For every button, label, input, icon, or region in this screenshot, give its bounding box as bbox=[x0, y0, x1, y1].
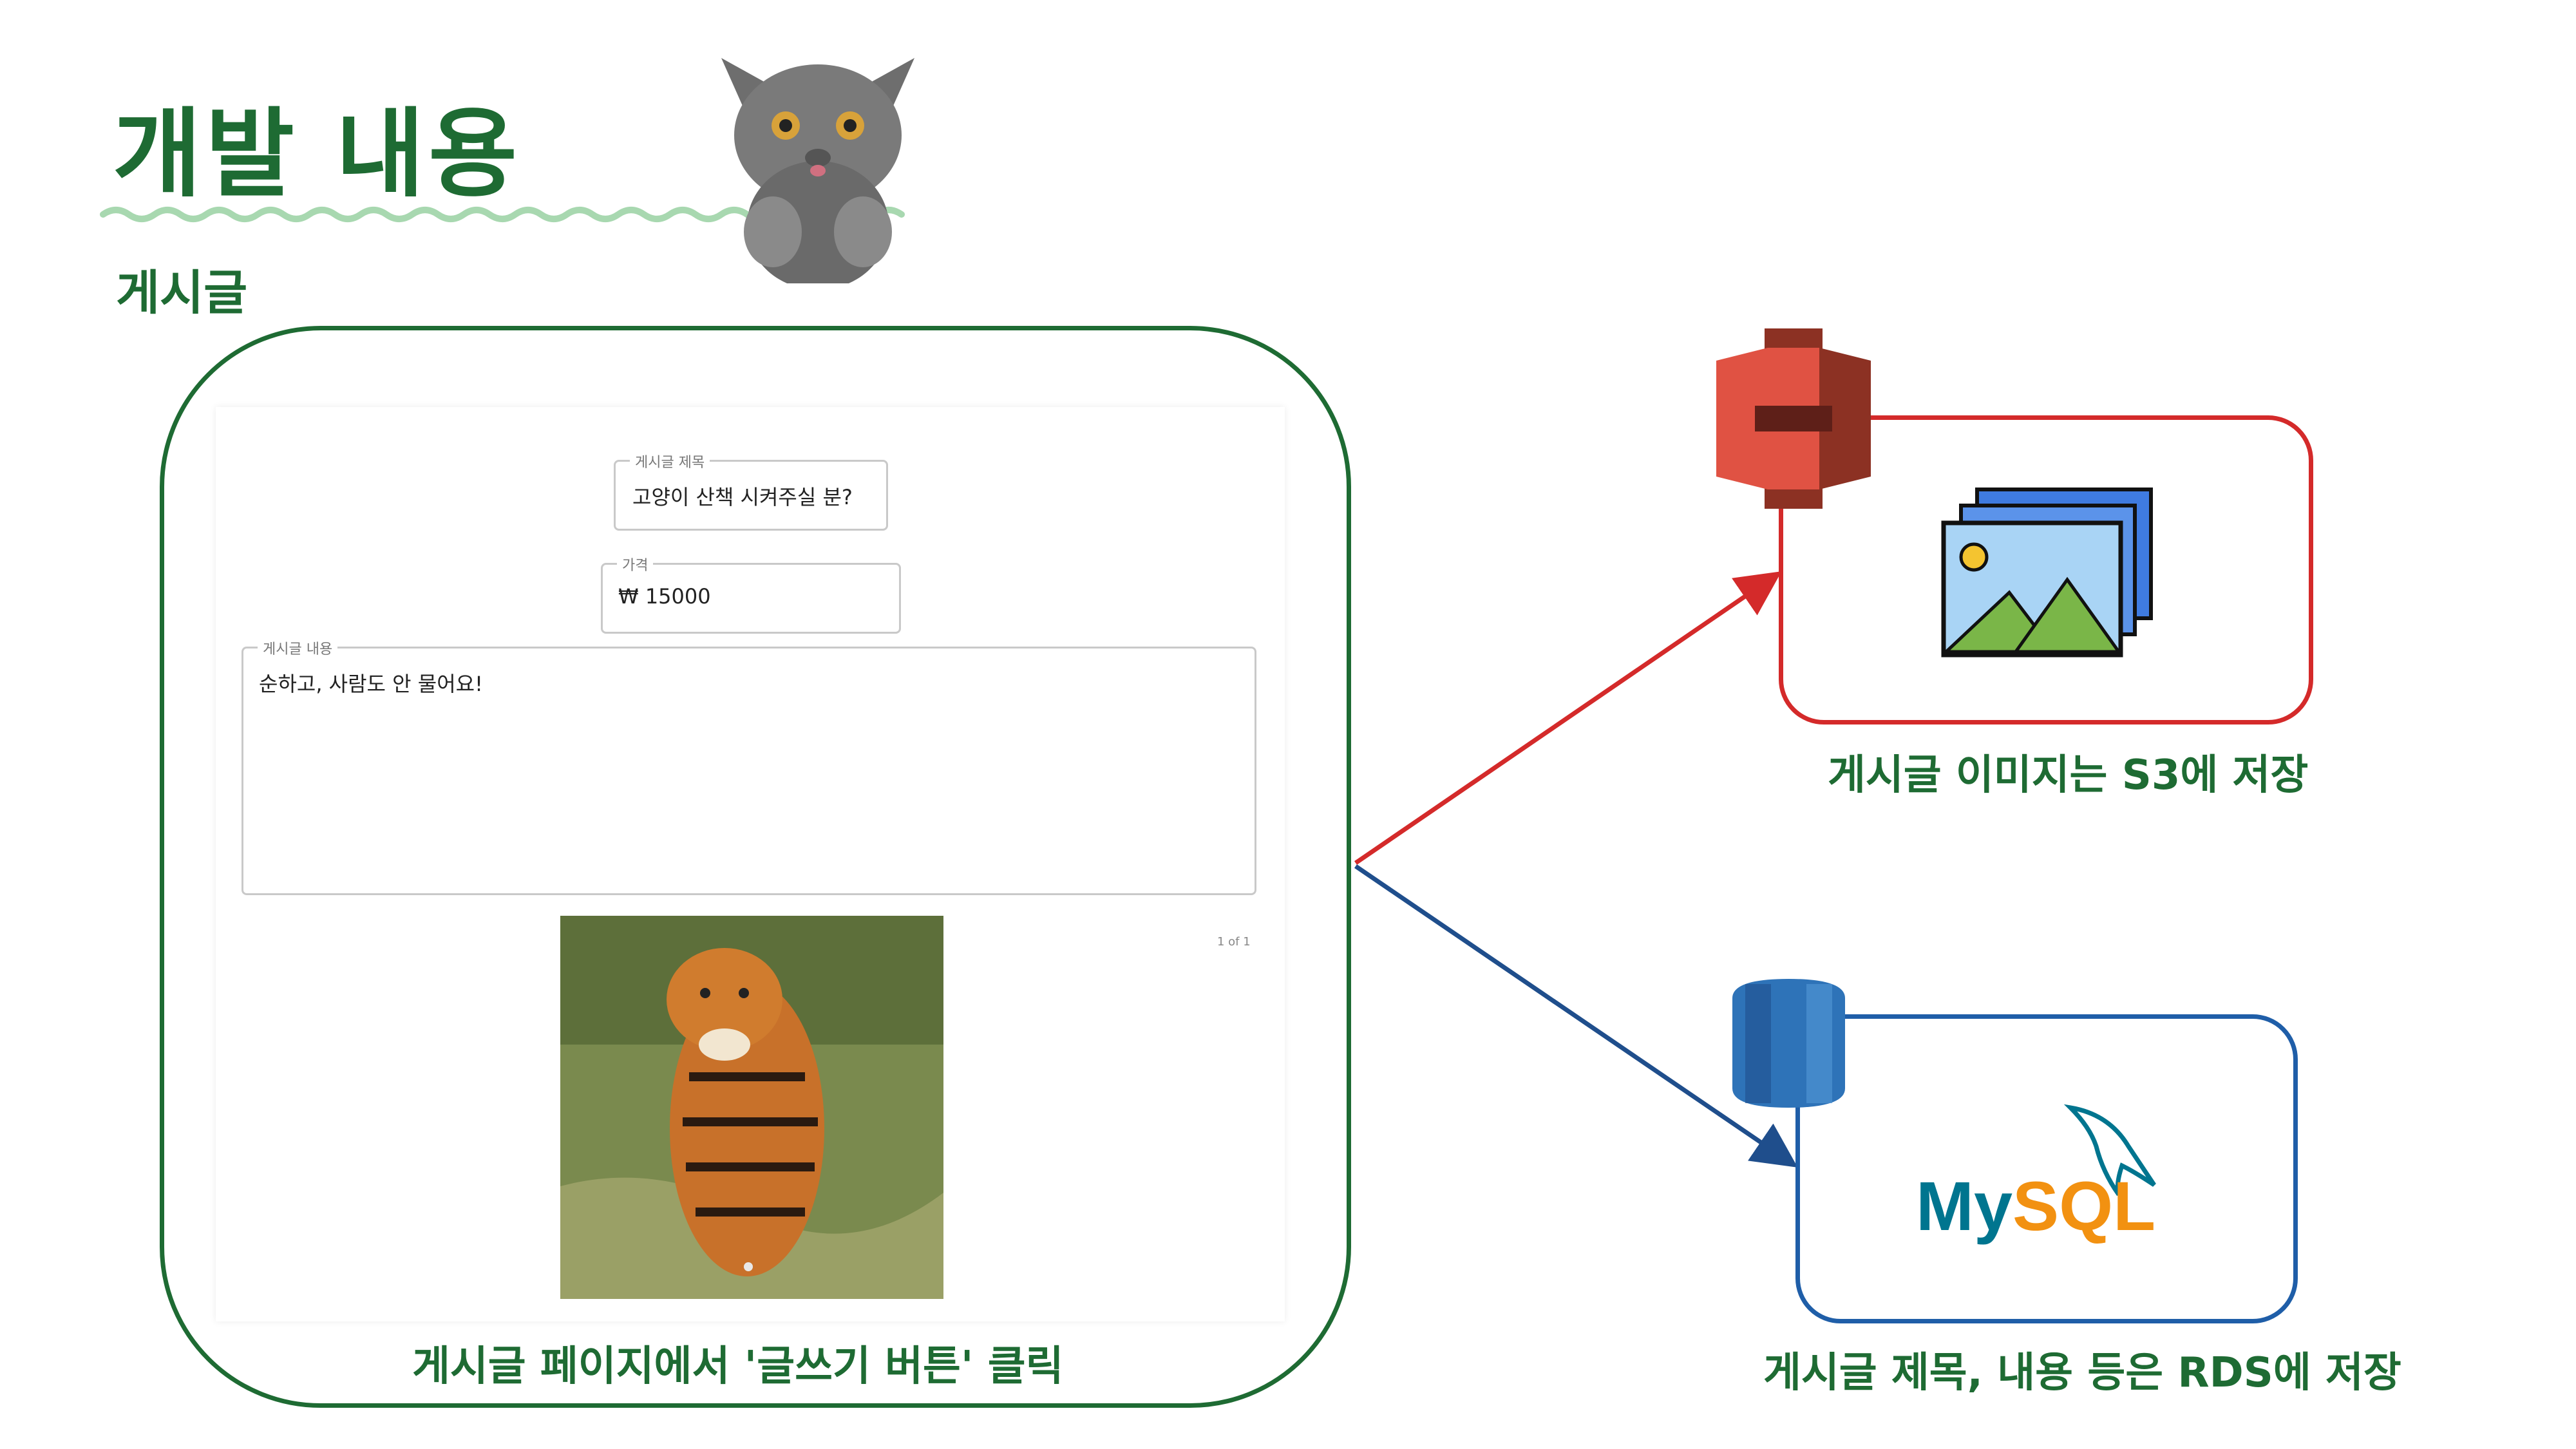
arrow-to-s3 bbox=[1354, 571, 1782, 865]
dolphin-icon bbox=[2063, 1104, 2156, 1197]
aws-s3-icon bbox=[1716, 328, 1871, 509]
s3-box bbox=[1779, 415, 2313, 724]
s3-caption: 게시글 이미지는 S3에 저장 bbox=[1828, 752, 2309, 799]
price-field[interactable]: 가격 ₩ 15000 bbox=[601, 554, 901, 634]
rds-box bbox=[1795, 1014, 2298, 1323]
content-field-label: 게시글 내용 bbox=[258, 638, 338, 658]
mysql-logo: MySQL bbox=[1916, 1101, 2186, 1249]
title-field-label: 게시글 제목 bbox=[630, 451, 710, 471]
post-form-screenshot: 게시글 제목 고양이 산책 시켜주실 분? 가격 ₩ 15000 게시글 내용 … bbox=[216, 407, 1285, 1321]
form-caption: 게시글 페이지에서 '글쓰기 버튼' 클릭 bbox=[412, 1343, 1064, 1390]
title-field[interactable]: 게시글 제목 고양이 산책 시켜주실 분? bbox=[614, 451, 888, 531]
form-frame bbox=[160, 326, 1351, 1408]
title-field-value: 고양이 산책 시켜주실 분? bbox=[632, 485, 853, 509]
mysql-sql: SQL bbox=[2012, 1167, 2156, 1245]
cat-image bbox=[721, 58, 914, 283]
image-gallery-icon bbox=[1941, 488, 2153, 658]
section-subtitle: 게시글 bbox=[116, 265, 248, 321]
image-pager: 1 of 1 bbox=[1217, 935, 1251, 949]
content-field-value: 순하고, 사람도 안 물어요! bbox=[259, 672, 483, 696]
tiger-photo bbox=[560, 916, 943, 1299]
content-field[interactable]: 게시글 내용 순하고, 사람도 안 물어요! bbox=[242, 638, 1256, 895]
carousel-dot[interactable] bbox=[744, 1262, 753, 1271]
page-title: 개발 내용 bbox=[113, 99, 522, 211]
arrow-to-rds bbox=[1354, 864, 1798, 1168]
mysql-my: My bbox=[1916, 1167, 2013, 1245]
aws-rds-icon bbox=[1732, 979, 1845, 1108]
price-field-label: 가격 bbox=[617, 554, 654, 574]
rds-caption: 게시글 제목, 내용 등은 RDS에 저장 bbox=[1763, 1349, 2401, 1397]
price-field-value: ₩ 15000 bbox=[618, 584, 711, 609]
